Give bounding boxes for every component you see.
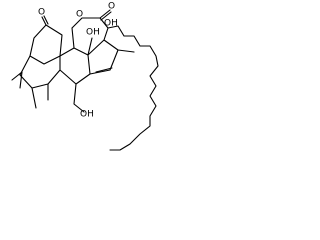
bond: [19, 55, 61, 89]
bond: [71, 17, 101, 29]
ketone-oxygen-label: O: [38, 8, 45, 18]
bond: [87, 39, 119, 75]
bond: [73, 83, 85, 113]
ketone-double-bond: [41, 15, 49, 26]
atom-labels: O O O OH OH OH: [38, 2, 118, 120]
bond-network: [11, 9, 159, 151]
bond: [59, 47, 91, 85]
ester-carbonyl-oxygen-label: O: [108, 2, 115, 12]
hydroxyl-right-label: OH: [104, 19, 118, 29]
ring-double-bond: [95, 67, 113, 73]
hydroxymethyl-bottom-label: OH: [80, 110, 94, 120]
ester-carbonyl-double-bond: [99, 9, 112, 21]
bond: [71, 27, 93, 56]
hydroxyl-top-label: OH: [86, 28, 100, 38]
bond: [103, 27, 135, 53]
ester-oxygen-label: O: [76, 10, 83, 20]
chemical-structure-diagram: O O O OH OH OH: [11, 2, 159, 151]
bond: [29, 24, 63, 65]
bond: [11, 71, 37, 109]
fatty-acid-chain: [99, 17, 159, 151]
